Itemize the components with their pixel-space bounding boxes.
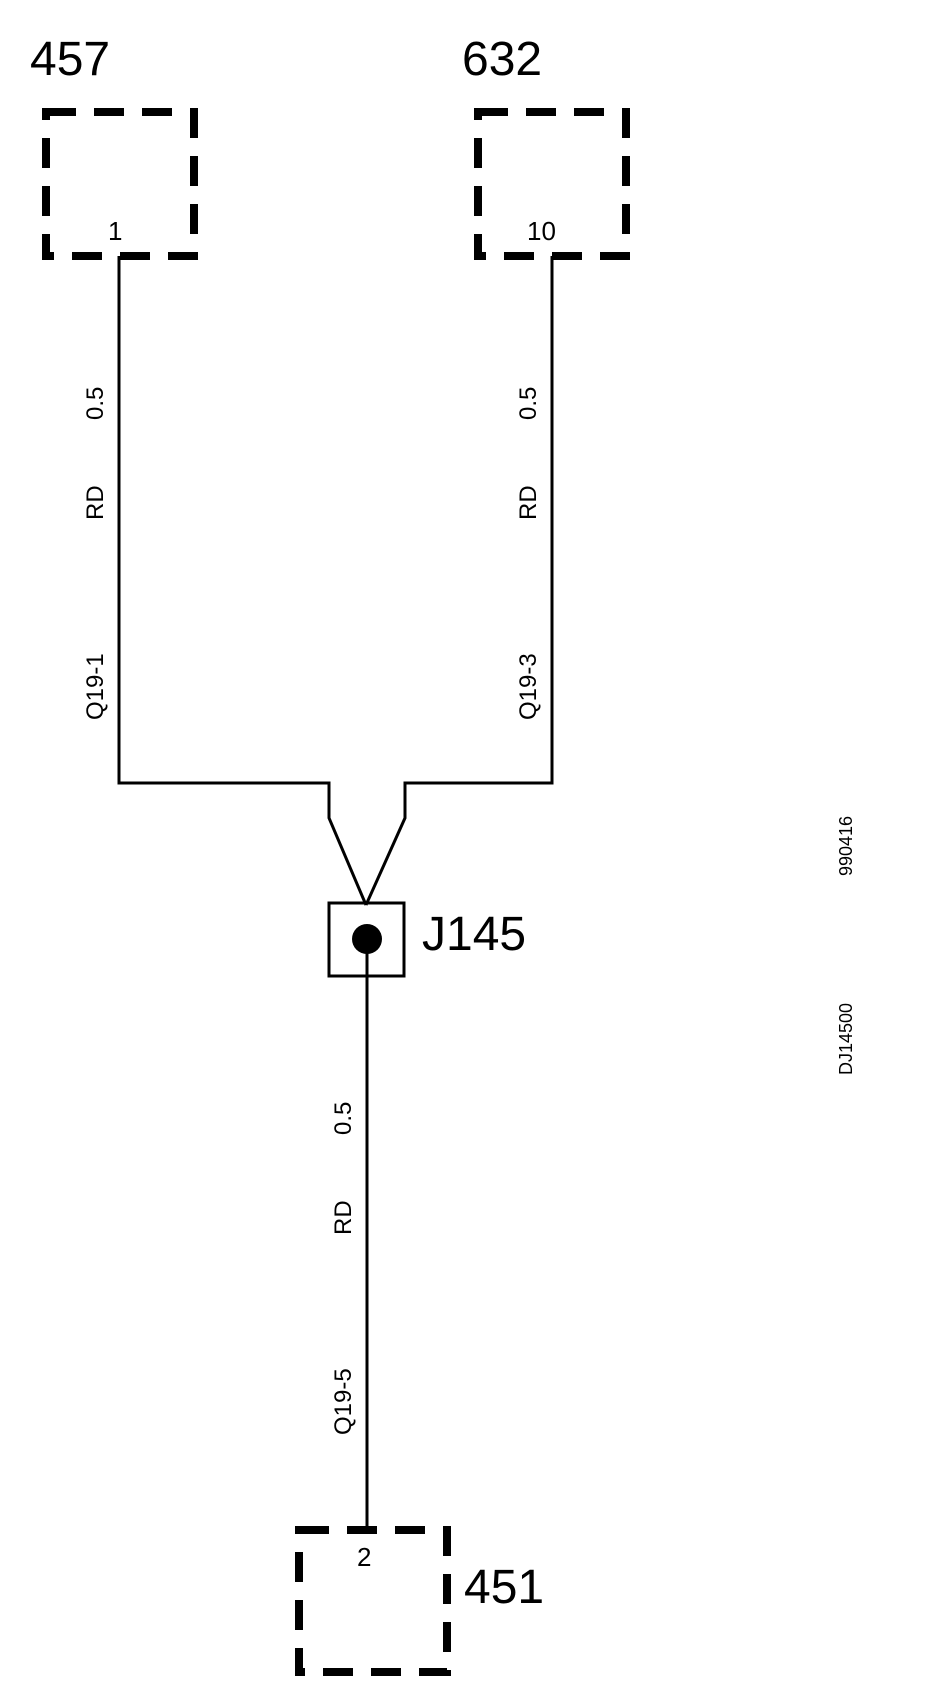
wire-q19-1-color: RD (82, 485, 109, 520)
connector-632-number: 632 (462, 33, 542, 86)
drawing-id-label: DJ14500 (836, 1003, 856, 1075)
connector-451-number: 451 (464, 1561, 544, 1614)
wire-q19-3-color: RD (515, 485, 542, 520)
date-code-label: 990416 (836, 816, 856, 876)
connector-457-number: 457 (30, 33, 110, 86)
wire-q19-1-size: 0.5 (82, 387, 109, 420)
wire-q19-3-size: 0.5 (515, 387, 542, 420)
wire-q19-5-id: Q19-5 (330, 1368, 357, 1435)
wire-q19-1-id: Q19-1 (82, 653, 109, 720)
connector-451-box (295, 1526, 451, 1676)
wire-q19-3[interactable] (364, 256, 554, 906)
splice-j145[interactable]: J145 (327, 901, 526, 978)
connector-632-pin: 10 (527, 216, 556, 246)
wire-q19-1[interactable] (117, 256, 368, 906)
connector-632[interactable]: 632 10 (462, 33, 630, 260)
wire-q19-3-id: Q19-3 (515, 653, 542, 720)
wire-q19-5-color: RD (330, 1200, 357, 1235)
splice-label: J145 (422, 908, 526, 961)
wire-q19-5-size: 0.5 (330, 1102, 357, 1135)
connector-457[interactable]: 457 1 (30, 33, 198, 260)
connector-457-pin: 1 (108, 216, 122, 246)
connector-451-pin: 2 (357, 1542, 371, 1572)
connector-451[interactable]: 2 451 (295, 1526, 544, 1676)
